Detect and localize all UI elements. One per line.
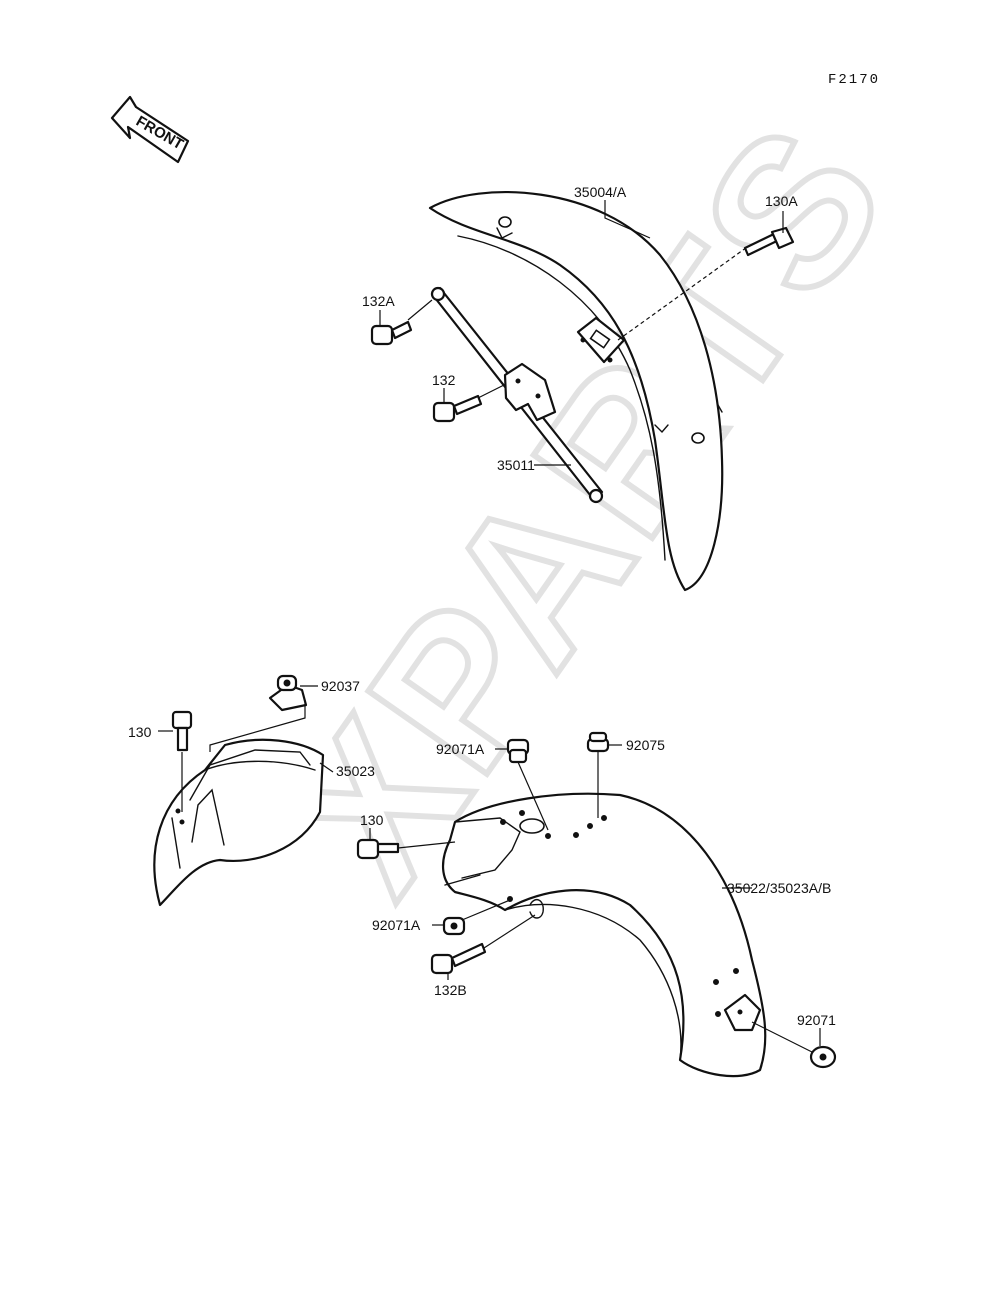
grommet-92075 <box>586 731 610 753</box>
figure-code: F2170 <box>828 72 880 88</box>
label-92071a-low: 92071A <box>372 917 421 933</box>
label-35011: 35011 <box>497 457 535 473</box>
label-130-left: 130 <box>128 724 152 740</box>
bolt-132b <box>430 942 487 975</box>
label-92037: 92037 <box>321 678 360 694</box>
label-92075: 92075 <box>626 737 665 753</box>
label-130-mid: 130 <box>360 812 384 828</box>
bolt-132 <box>432 394 483 423</box>
grommet-92071 <box>809 1045 837 1069</box>
bolt-130-left <box>171 710 193 752</box>
label-132: 132 <box>432 372 456 388</box>
label-35023: 35023 <box>336 763 375 779</box>
label-130a: 130A <box>765 193 798 209</box>
flap-35023 <box>153 738 325 907</box>
label-35004a: 35004/A <box>574 184 627 200</box>
front-arrow-icon: FRONT <box>110 95 190 164</box>
bolt-132a <box>370 320 413 346</box>
label-132a: 132A <box>362 293 395 309</box>
rear-fender-35004 <box>428 190 724 592</box>
grommet-92071a-top <box>506 738 530 764</box>
fender-35022 <box>442 792 767 1078</box>
damper-92037 <box>268 674 308 712</box>
stay-35011 <box>430 286 604 504</box>
bolt-130a <box>743 226 795 257</box>
label-92071: 92071 <box>797 1012 836 1028</box>
grommet-92071a-low <box>442 916 466 936</box>
label-92071a-top: 92071A <box>436 741 485 757</box>
label-132b: 132B <box>434 982 467 998</box>
label-35022: 35022/35023A/B <box>727 880 831 896</box>
bolt-130-mid <box>356 838 400 860</box>
